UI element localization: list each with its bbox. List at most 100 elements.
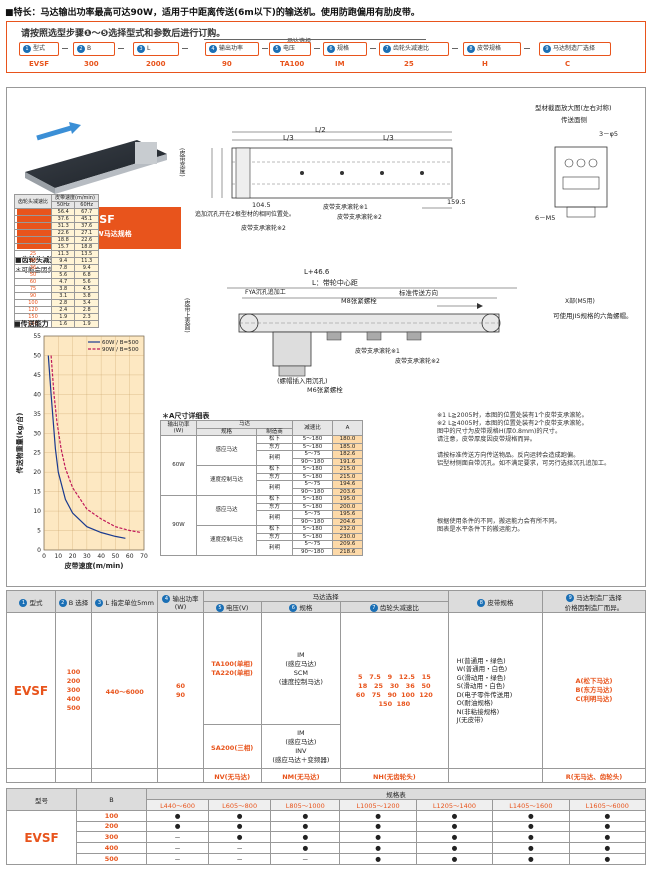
speed-cell: 4.7 <box>51 278 76 286</box>
len-cell: ● <box>208 831 272 843</box>
len-col-head: L1605～6000 <box>568 799 647 811</box>
a-head-maker: 制造商 <box>256 427 293 436</box>
top-view-drawing <box>211 131 453 209</box>
extra-note: 追加沉孔开在2根型材的相同位置处。 <box>195 211 295 218</box>
ratio-cell: 25 <box>13 250 53 258</box>
len-cell: ● <box>208 820 272 832</box>
belt-width-label: (皮带宽度) <box>178 148 185 177</box>
ratio-cell: 30 <box>13 257 53 265</box>
a-value: 204.6 <box>332 517 363 526</box>
note-line: ※1 L≧2005时，本图的位置处装有1个皮带支承滚轮。 <box>437 412 588 419</box>
roller-label-b: 皮带支承滚轮※2 <box>241 225 286 232</box>
a-head-spec: 规格 <box>196 427 257 436</box>
a-power: 90W <box>160 495 197 556</box>
a-value: 182.6 <box>332 450 363 459</box>
a-head-a: A <box>332 420 363 436</box>
speed-cell: 9.4 <box>74 264 99 272</box>
h-model: 型式 <box>29 598 43 607</box>
roller-side-1: 皮带支承滚轮※1 <box>355 348 400 355</box>
step-label: L <box>147 45 151 52</box>
a-value: 215.0 <box>332 465 363 474</box>
a-value: 180.0 <box>332 435 363 444</box>
step-dash <box>452 48 458 49</box>
a-table-title: ＊A尺寸详细表 <box>162 412 210 420</box>
notes: ※1 L≧2005时，本图的位置处装有1个皮带支承滚轮。※2 L≧4005时，本… <box>437 412 637 534</box>
len-cell: ● <box>568 842 647 854</box>
a-value: 195.6 <box>332 510 363 519</box>
section-drawing <box>554 146 608 218</box>
a-spec: 感应马达 <box>196 435 257 466</box>
ratio-head: 齿轮头减速比 <box>13 194 53 209</box>
a-ratio: 5～180 <box>292 465 333 474</box>
a-value: 185.0 <box>332 442 363 451</box>
step-number: 7 <box>383 44 391 53</box>
speed-cell: 6.8 <box>74 271 99 279</box>
spec-l: 440～6000 <box>91 612 159 769</box>
order-example-6: IM <box>335 60 345 68</box>
speed-head: 皮带速度(m/min) <box>51 194 99 202</box>
speed-cell: 37.6 <box>74 222 99 230</box>
a-maker: 东方 <box>256 532 293 541</box>
slot-label: (螺帽插入用沉孔) <box>277 377 328 385</box>
step-dash <box>314 48 320 49</box>
order-example-3: 2000 <box>146 60 166 68</box>
a-ratio: 5～180 <box>292 442 333 451</box>
ratio-cell: 15 <box>13 236 53 244</box>
group-line <box>204 39 426 40</box>
a-ratio: 90～180 <box>292 517 333 526</box>
len-cell: ● <box>415 853 494 865</box>
y-tick-label: 10 <box>33 508 41 515</box>
speed-cell: 1.9 <box>74 320 99 328</box>
section-holes: 3－φ5 <box>599 130 619 138</box>
speed-cell: 1.6 <box>51 320 76 328</box>
a-head-ratio: 减速比 <box>292 420 333 436</box>
len-cell: ● <box>145 820 210 832</box>
len-cell: ● <box>568 853 647 865</box>
note-line: ※2 L≧4005时，本图的位置处装有2个皮带支承滚轮。 <box>437 420 588 427</box>
speed-cell: 18.8 <box>51 236 76 244</box>
a-maker: 利明 <box>256 450 293 466</box>
x-tick-label: 60 <box>126 553 134 560</box>
y-tick-label: 15 <box>33 489 41 496</box>
l-plus: L+46.6 <box>304 268 330 276</box>
len-cell: ● <box>339 831 417 843</box>
speed-cell: 15.7 <box>51 243 76 251</box>
x-tick-label: 10 <box>54 553 62 560</box>
series-line-1 <box>47 355 126 539</box>
speed-cell: 3.8 <box>51 285 76 293</box>
step-number: 1 <box>23 44 31 53</box>
spec-maker-none: R(无马达、齿轮头) <box>542 768 646 783</box>
step-dash <box>118 48 124 49</box>
a-maker: 松下 <box>256 525 293 534</box>
len-cell: ● <box>568 820 647 832</box>
len-b: 100 <box>76 810 147 822</box>
note-line: 请注意，皮带厚度因皮带规格而异。 <box>437 436 536 443</box>
ratio-cell: 36 <box>13 264 53 272</box>
len-cell: ● <box>415 810 494 822</box>
a-maker: 利明 <box>256 540 293 556</box>
speed-cell: 3.4 <box>74 299 99 307</box>
speed-cell: 4.5 <box>74 285 99 293</box>
roller2-label: 皮带支承滚轮※2 <box>337 214 382 221</box>
note-line: 铝型材侧面自带沉孔。如不满足要求，可另行选择沉孔追加工。 <box>437 460 611 467</box>
len-cell: ● <box>270 820 341 832</box>
x-tick-label: 20 <box>69 553 77 560</box>
x-tick-label: 40 <box>97 553 105 560</box>
spec-b: 100 200 300 400 500 <box>54 612 93 769</box>
y-tick-label: 45 <box>33 372 41 379</box>
order-example-8: H <box>482 60 488 68</box>
spec-spec3: NM(无马达) <box>260 768 342 783</box>
speed-cell: 11.3 <box>74 257 99 265</box>
order-example-5: TA100 <box>280 60 305 68</box>
